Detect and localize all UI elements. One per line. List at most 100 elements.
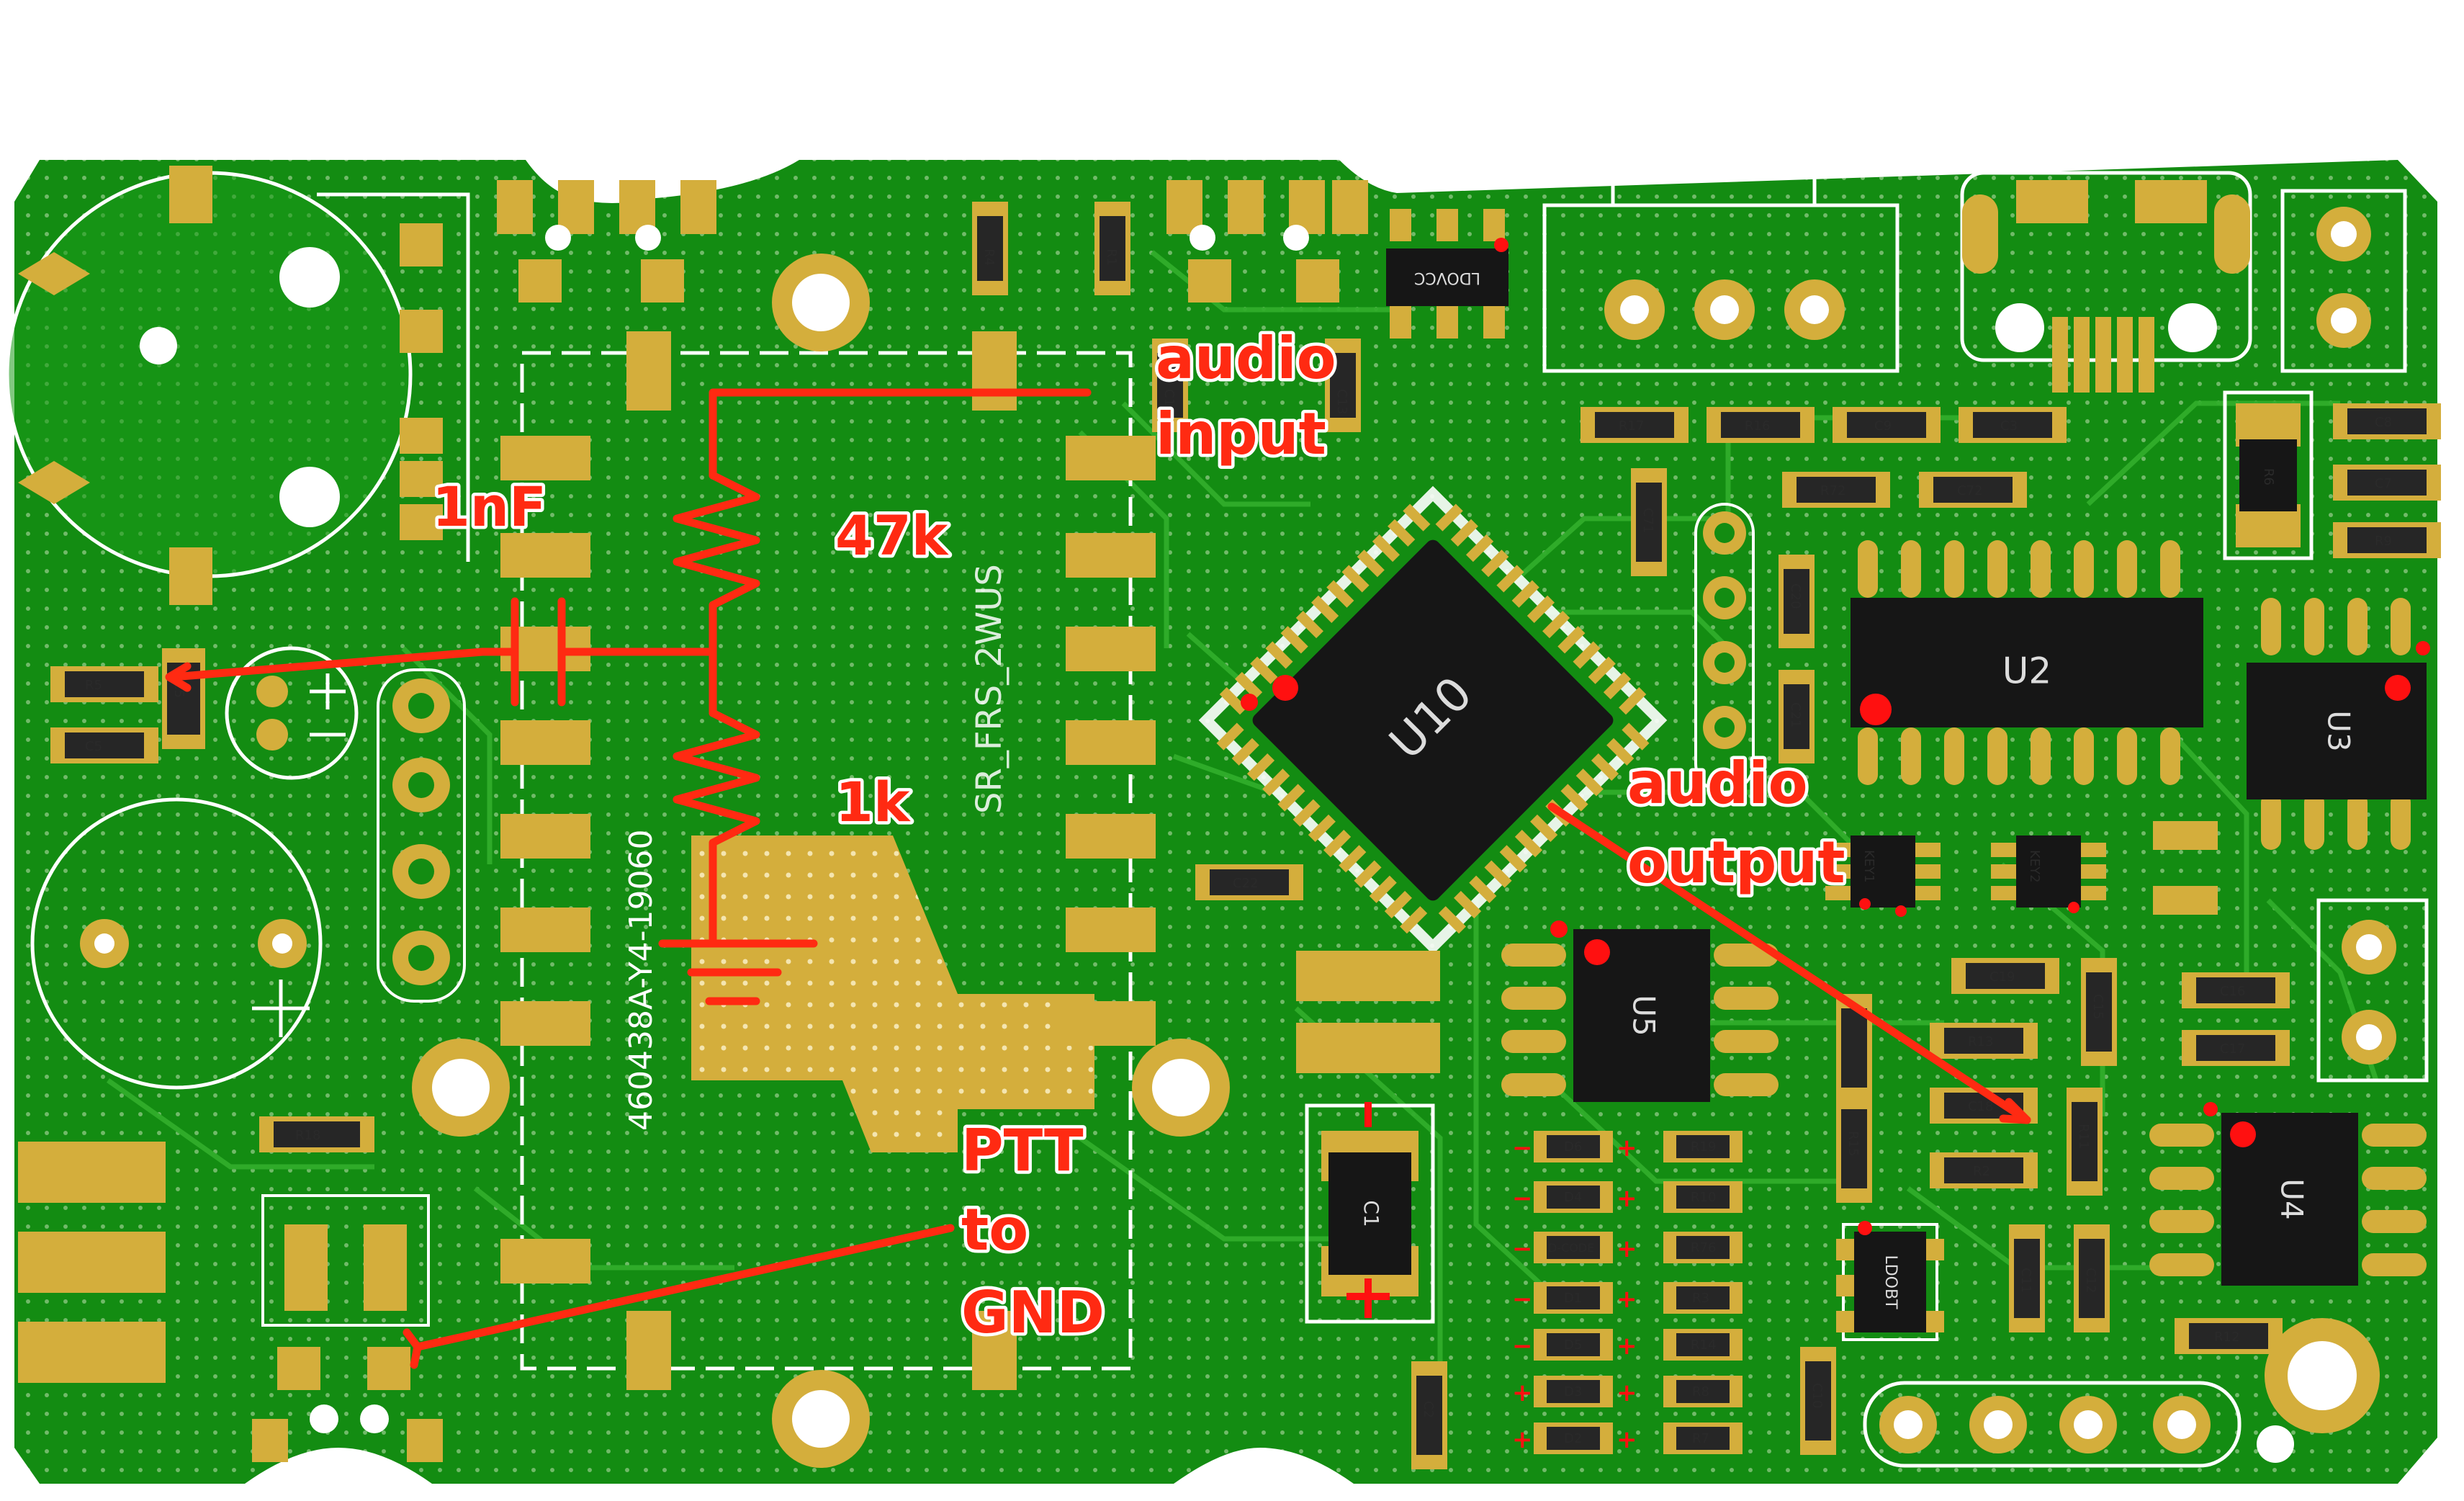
top-resistors [972,202,1361,432]
ptt-line1: PTT [961,1117,1084,1184]
polarity-plus: + [1617,1425,1637,1454]
cap-1nf-label: 1nF [432,475,547,539]
annotation-labels: audio input audio output PTT to GND 1nF … [429,322,1849,1350]
three-pin-connector [1542,169,1899,373]
polarity-minus: − [1512,1285,1533,1314]
label-r11: R11 [2076,1124,2091,1149]
polarity-minus: − [1512,1134,1533,1162]
label-d2: D2 [1564,1431,1582,1446]
audio-input-line2: input [1156,400,1326,467]
label-d3: D3 [1564,1384,1582,1399]
ldobt-chip [1836,1221,1944,1341]
label-r10: R10 [1691,1190,1716,1205]
label-c21: C21 [1788,702,1803,727]
electrolytic-cap [225,646,359,780]
c1-capacitor [1305,1102,1435,1324]
diode-polarity-marks: − + − + − + − + − + + + + + [1512,1134,1637,1454]
rf-module [412,254,1230,1468]
u3-label: U3 [2321,710,2357,751]
label-c18: C18 [1968,1099,1993,1114]
label-r15: R15 [1845,1131,1861,1156]
polarity-plus: + [1512,1379,1533,1407]
polarity-plus: + [1617,1235,1637,1263]
label-r8: R8 [1692,1384,1709,1399]
label-c9: C9 [1874,418,1892,434]
label-d6: D6 [1564,1139,1582,1155]
bottom-left-pads [18,1142,443,1462]
left-smd-pads [50,648,374,1152]
label-r3: R3 [1692,1291,1709,1306]
mid-header [1694,503,1755,794]
left-header [377,668,466,1003]
bottom-header [1863,1318,2380,1468]
label-r2: R2 [1973,1164,1990,1179]
label-r13: R13 [1968,1034,1993,1049]
r6-component [2223,390,2314,560]
label-r6: R6 [2261,468,2276,485]
module-id-text: 460438A-Y4-19060 [623,830,660,1131]
label-c71: C71 [1640,508,1655,533]
polarity-plus: + [1617,1184,1637,1213]
label-d1: D1 [1564,1291,1582,1306]
label-r9: R9 [2375,534,2392,549]
label-d5: D5 [1564,1338,1582,1353]
label-d4: D4 [1564,1190,1582,1205]
audio-output-line1: audio [1627,750,1808,817]
polarity-minus: − [1512,1184,1533,1213]
polarity-plus: + [1617,1379,1637,1407]
resistor-row-top [1581,403,2441,763]
label-r72: R72 [1820,483,1845,498]
label-c7: C7 [2375,476,2392,491]
polarity-plus: + [1617,1134,1637,1162]
label-c22: C22 [1233,876,1258,891]
u3-chip [2247,598,2430,850]
polarity-plus: + [1617,1332,1637,1361]
buzzer-footprint [30,797,323,1090]
module-name-text: SR_FRS_2WUS [969,564,1010,814]
label-r18: R18 [295,1128,320,1143]
label-c8: C8 [2375,415,2392,430]
label-c17: C17 [2220,1041,2245,1057]
polarity-plus: + [1512,1425,1533,1454]
label-key2: KEY2 [2027,850,2042,883]
u5-chip [1501,920,1779,1102]
label-c13: C13 [1334,389,1349,414]
usb-connector [1960,171,2407,393]
res-1k-label: 1k [835,770,911,834]
polarity-minus: − [1512,1332,1533,1361]
label-c2: C2 [1421,1401,1436,1418]
c1-label: C1 [1359,1200,1383,1227]
label-c16: C16 [2220,984,2245,999]
label-c72: C72 [1957,483,1982,498]
label-r14: R14 [1691,1338,1716,1353]
annotation-schematic [165,388,2031,1369]
res-47k-label: 47k [835,503,949,568]
label-r5: R5 [85,678,102,693]
smd-cluster-right [1195,864,2290,1469]
diode-resistor-matrix [1534,1131,1743,1454]
audio-output-line2: output [1627,829,1845,896]
label-c15: C15 [2090,994,2105,1019]
label-c12: C12 [2083,1268,2098,1293]
label-c11: C11 [2018,1268,2033,1293]
ldobt-label: LDOBT [1881,1255,1899,1309]
module-pads [497,180,1368,1390]
label-r4: R4 [981,248,997,266]
u10-chip [1198,485,1668,955]
polarity-plus: + [1617,1285,1637,1314]
ptt-line2: to [961,1196,1028,1263]
label-dcode: D-CODE [1548,1241,1594,1255]
label-c14: C14 [1161,389,1177,414]
right-header [2153,821,2429,1083]
u4-label: U4 [2275,1178,2310,1219]
label-c5: C5 [85,739,102,754]
ldovcc-chip [1386,209,1508,339]
ldovcc-label: LDOVCC [1414,269,1480,287]
label-c19: C19 [1989,969,2015,985]
ptt-line3: GND [961,1279,1105,1346]
label-r7: R7 [1692,1431,1709,1446]
label-r16: R16 [1745,418,1770,434]
label-r76: R76 [1691,1240,1716,1255]
